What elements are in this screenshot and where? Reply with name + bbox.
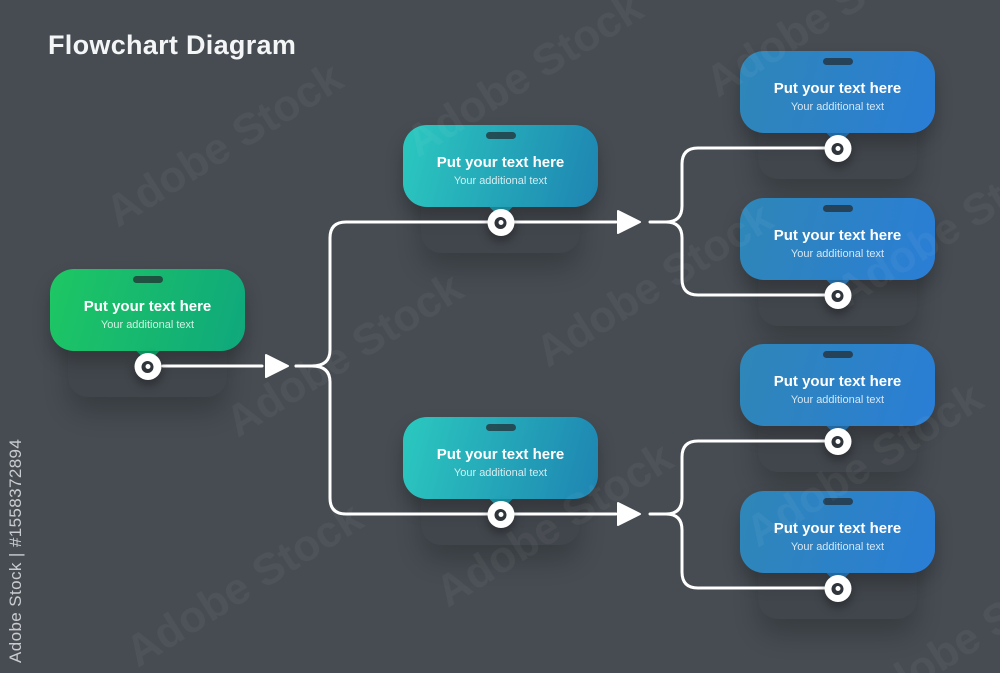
node-port-icon <box>824 428 851 455</box>
port-dot <box>498 220 503 225</box>
port-dot <box>835 439 840 444</box>
page-title: Flowchart Diagram <box>48 30 297 60</box>
node-port-icon <box>487 501 514 528</box>
port-dot <box>835 146 840 151</box>
node-port-icon <box>487 209 514 236</box>
node-subtitle: Your additional text <box>790 100 885 113</box>
node-title: Put your text here <box>773 226 902 244</box>
port-ring <box>831 435 844 448</box>
node-port-icon <box>824 282 851 309</box>
node-branch-bottom: Put your text here Your additional text <box>403 417 598 552</box>
watermark-side-label: Adobe Stock | #1558372894 <box>6 438 25 663</box>
node-handle <box>822 351 853 358</box>
node-subtitle: Your additional text <box>453 174 548 187</box>
arrowhead-1 <box>265 354 289 378</box>
arrowhead-2 <box>617 210 641 234</box>
node-leaf-4: Put your text here Your additional text <box>740 491 935 626</box>
node-port-icon <box>824 135 851 162</box>
node-subtitle: Your additional text <box>790 247 885 260</box>
node-port-icon <box>824 575 851 602</box>
node-handle <box>822 498 853 505</box>
port-dot <box>835 293 840 298</box>
port-ring <box>831 289 844 302</box>
node-bubble: Put your text here Your additional text <box>50 269 245 351</box>
node-bubble: Put your text here Your additional text <box>403 417 598 499</box>
node-leaf-3: Put your text here Your additional text <box>740 344 935 479</box>
watermark-tile: Adobe Stock <box>97 53 352 238</box>
node-subtitle: Your additional text <box>790 540 885 553</box>
node-title: Put your text here <box>83 297 212 315</box>
node-title: Put your text here <box>773 79 902 97</box>
node-bubble: Put your text here Your additional text <box>403 125 598 207</box>
node-title: Put your text here <box>436 445 565 463</box>
port-dot <box>145 364 150 369</box>
node-bubble: Put your text here Your additional text <box>740 198 935 280</box>
arrowhead-3 <box>617 502 641 526</box>
node-handle <box>132 276 163 283</box>
port-dot <box>835 586 840 591</box>
node-bubble: Put your text here Your additional text <box>740 344 935 426</box>
node-bubble: Put your text here Your additional text <box>740 491 935 573</box>
node-bubble: Put your text here Your additional text <box>740 51 935 133</box>
node-handle <box>485 132 516 139</box>
port-ring <box>831 142 844 155</box>
node-port-icon <box>134 353 161 380</box>
node-handle <box>822 58 853 65</box>
node-handle <box>485 424 516 431</box>
port-dot <box>498 512 503 517</box>
node-title: Put your text here <box>773 519 902 537</box>
node-root: Put your text here Your additional text <box>50 269 245 404</box>
port-ring <box>494 508 507 521</box>
node-branch-top: Put your text here Your additional text <box>403 125 598 260</box>
node-leaf-1: Put your text here Your additional text <box>740 51 935 186</box>
node-handle <box>822 205 853 212</box>
node-subtitle: Your additional text <box>453 466 548 479</box>
node-title: Put your text here <box>436 153 565 171</box>
node-subtitle: Your additional text <box>790 393 885 406</box>
node-subtitle: Your additional text <box>100 318 195 331</box>
node-title: Put your text here <box>773 372 902 390</box>
watermark-tile: Adobe Stock <box>117 493 372 673</box>
port-ring <box>831 582 844 595</box>
port-ring <box>494 216 507 229</box>
node-leaf-2: Put your text here Your additional text <box>740 198 935 333</box>
port-ring <box>141 360 154 373</box>
